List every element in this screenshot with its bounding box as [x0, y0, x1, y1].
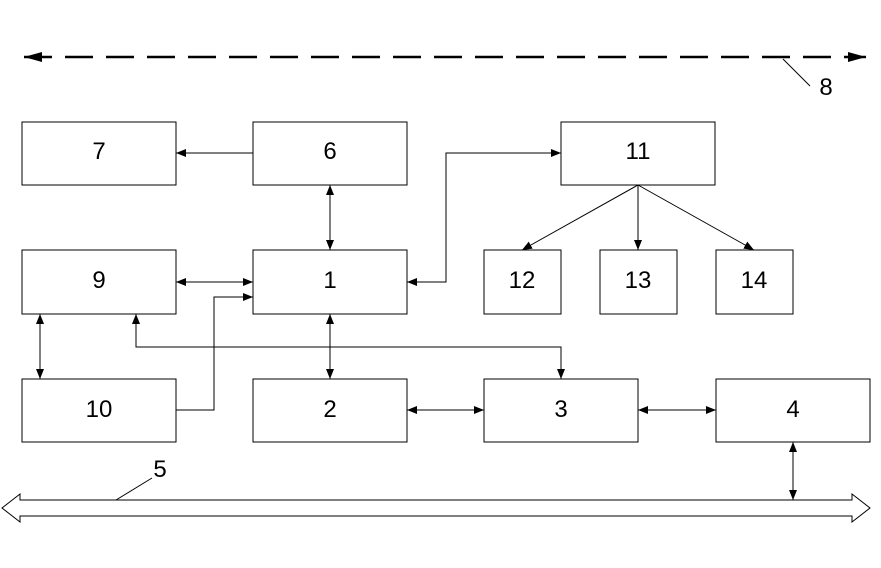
block-13: 13	[599, 249, 678, 315]
leader-line-5	[115, 477, 153, 501]
block-14: 14	[715, 249, 794, 315]
block-label-1: 1	[323, 267, 336, 294]
bus-5	[1, 492, 871, 524]
arrow-9-3	[132, 314, 565, 379]
arrow-11-to-12	[521, 184, 639, 251]
block-9: 9	[21, 249, 177, 315]
block-label-11: 11	[626, 138, 651, 165]
block-3: 3	[483, 378, 639, 443]
block-label-9: 9	[92, 267, 105, 294]
block-label-6: 6	[323, 138, 336, 165]
block-6: 6	[252, 121, 408, 186]
arrow-1-to-11	[407, 149, 561, 286]
block-11: 11	[560, 121, 716, 186]
block-10: 10	[21, 378, 177, 443]
block-label-2: 2	[323, 396, 336, 423]
block-label-14: 14	[741, 267, 768, 294]
block-label-4: 4	[786, 396, 799, 423]
callout-label-5: 5	[153, 456, 166, 483]
block-label-10: 10	[86, 396, 113, 423]
block-2: 2	[252, 378, 408, 443]
block-12: 12	[483, 249, 562, 315]
leader-line-8	[782, 58, 811, 87]
block-4: 4	[715, 378, 871, 443]
block-label-7: 7	[92, 138, 105, 165]
block-label-3: 3	[554, 396, 567, 423]
block-1: 1	[252, 249, 408, 315]
callout-label-8: 8	[819, 74, 832, 101]
block-7: 7	[21, 121, 177, 186]
arrow-10-to-1	[176, 293, 253, 411]
arrow-11-to-14	[637, 184, 755, 251]
block-label-12: 12	[509, 267, 536, 294]
block-label-13: 13	[625, 267, 652, 294]
